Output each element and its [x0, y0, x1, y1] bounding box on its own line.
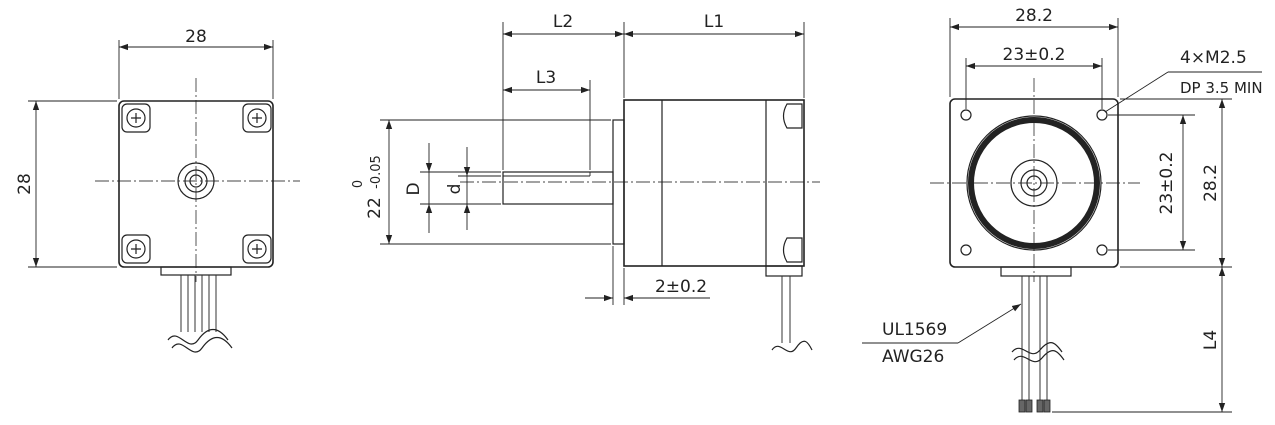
- side-shaft: [502, 171, 614, 205]
- pilot-diameter-dimension: 22 -0.05 0: [351, 119, 611, 245]
- big-d-dimension: D: [404, 143, 501, 233]
- front-shaft: [177, 162, 215, 200]
- rear-lead-exit: [1000, 266, 1072, 277]
- side-lead-exit: [765, 265, 803, 277]
- l3-label: L3: [536, 68, 556, 88]
- rear-width-dimension: 28.2: [949, 6, 1119, 97]
- front-view: 28 28: [15, 27, 300, 353]
- hole-pitch-horizontal-label: 23±0.2: [1003, 45, 1066, 65]
- wire-callout: UL1569 AWG26: [862, 303, 1022, 367]
- side-view: L2 L1 L3 22 -0.05 0 D: [351, 12, 820, 353]
- hole-spec-label: 4×M2.5: [1180, 48, 1247, 68]
- rear-view: 28.2 23±0.2 23±0.2 28.2 L4: [862, 6, 1263, 413]
- pilot-tolerance-lower: -0.05: [369, 155, 384, 189]
- front-height-dimension: 28: [15, 100, 117, 268]
- front-lead-exit: [160, 266, 232, 276]
- rear-height-dimension: 28.2: [1120, 98, 1232, 268]
- front-lead-wires: [167, 275, 233, 353]
- rear-width-label: 28.2: [1015, 6, 1053, 26]
- big-d-label: D: [404, 182, 424, 195]
- lead-length-dimension: L4: [1052, 267, 1232, 413]
- pilot-tolerance-upper: 0: [351, 180, 366, 188]
- rear-centerlines: [930, 78, 1140, 282]
- front-width-label: 28: [185, 27, 207, 47]
- front-screw-bottom-right: [242, 234, 272, 264]
- l3-dimension: L3: [503, 68, 591, 170]
- front-screw-top-left: [121, 103, 151, 133]
- hole-pitch-vertical-label: 23±0.2: [1157, 152, 1177, 215]
- hole-pitch-vertical-dimension: 23±0.2: [1108, 114, 1195, 251]
- l1-dimension: L1: [624, 12, 805, 98]
- side-lead-wires: [771, 276, 813, 353]
- small-d-label: d: [445, 184, 465, 195]
- front-screw-bottom-left: [121, 234, 151, 264]
- rear-boss: [966, 115, 1102, 251]
- small-d-dimension: d: [445, 147, 501, 230]
- rear-mounting-holes: [960, 109, 1108, 256]
- hole-callout: 4×M2.5 DP 3.5 MIN: [1104, 48, 1263, 113]
- hole-depth-label: DP 3.5 MIN: [1180, 79, 1263, 97]
- pilot-diameter-label: 22: [365, 197, 385, 219]
- l2-dimension: L2: [502, 12, 625, 170]
- side-motor-body: [623, 99, 805, 267]
- l2-label: L2: [553, 12, 573, 32]
- front-width-dimension: 28: [118, 27, 274, 99]
- l1-label: L1: [704, 12, 724, 32]
- rear-height-label: 28.2: [1201, 164, 1221, 202]
- front-height-label: 28: [15, 173, 35, 195]
- pilot-length-label: 2±0.2: [655, 277, 707, 297]
- wire-gauge-label: AWG26: [882, 347, 944, 367]
- pilot-length-dimension: 2±0.2: [585, 246, 710, 305]
- wire-spec-label: UL1569: [882, 320, 947, 340]
- lead-length-label: L4: [1201, 330, 1221, 350]
- hole-pitch-horizontal-dimension: 23±0.2: [965, 45, 1103, 109]
- rear-lead-wires: [1011, 276, 1065, 413]
- front-screw-top-right: [242, 103, 272, 133]
- front-centerlines: [95, 78, 300, 282]
